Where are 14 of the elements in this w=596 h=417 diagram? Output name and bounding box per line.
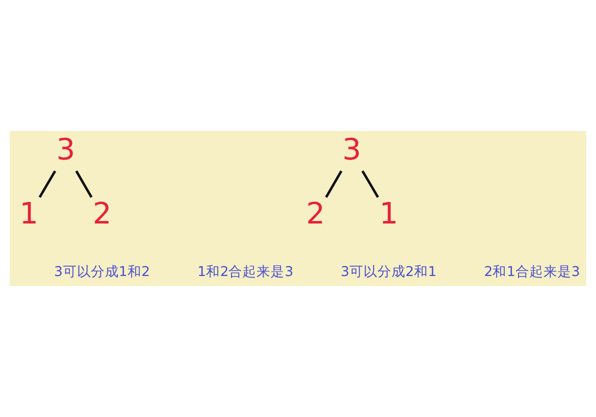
node-text: 3 [56,132,76,167]
node-text: 1 [379,196,398,231]
label: 2和1合起来是3 [484,264,580,280]
connector [361,170,379,198]
label: 3可以分成2和1 [340,264,437,280]
node-text: 2 [92,196,112,231]
node-text: 1 [20,196,38,231]
connector [325,170,342,198]
label: 3可以分成1和2 [54,264,150,280]
connector [75,170,93,198]
node-text: 2 [306,196,325,231]
node-text: 3 [342,132,362,167]
connector [38,170,56,198]
label: 1和2合起来是3 [198,264,294,280]
